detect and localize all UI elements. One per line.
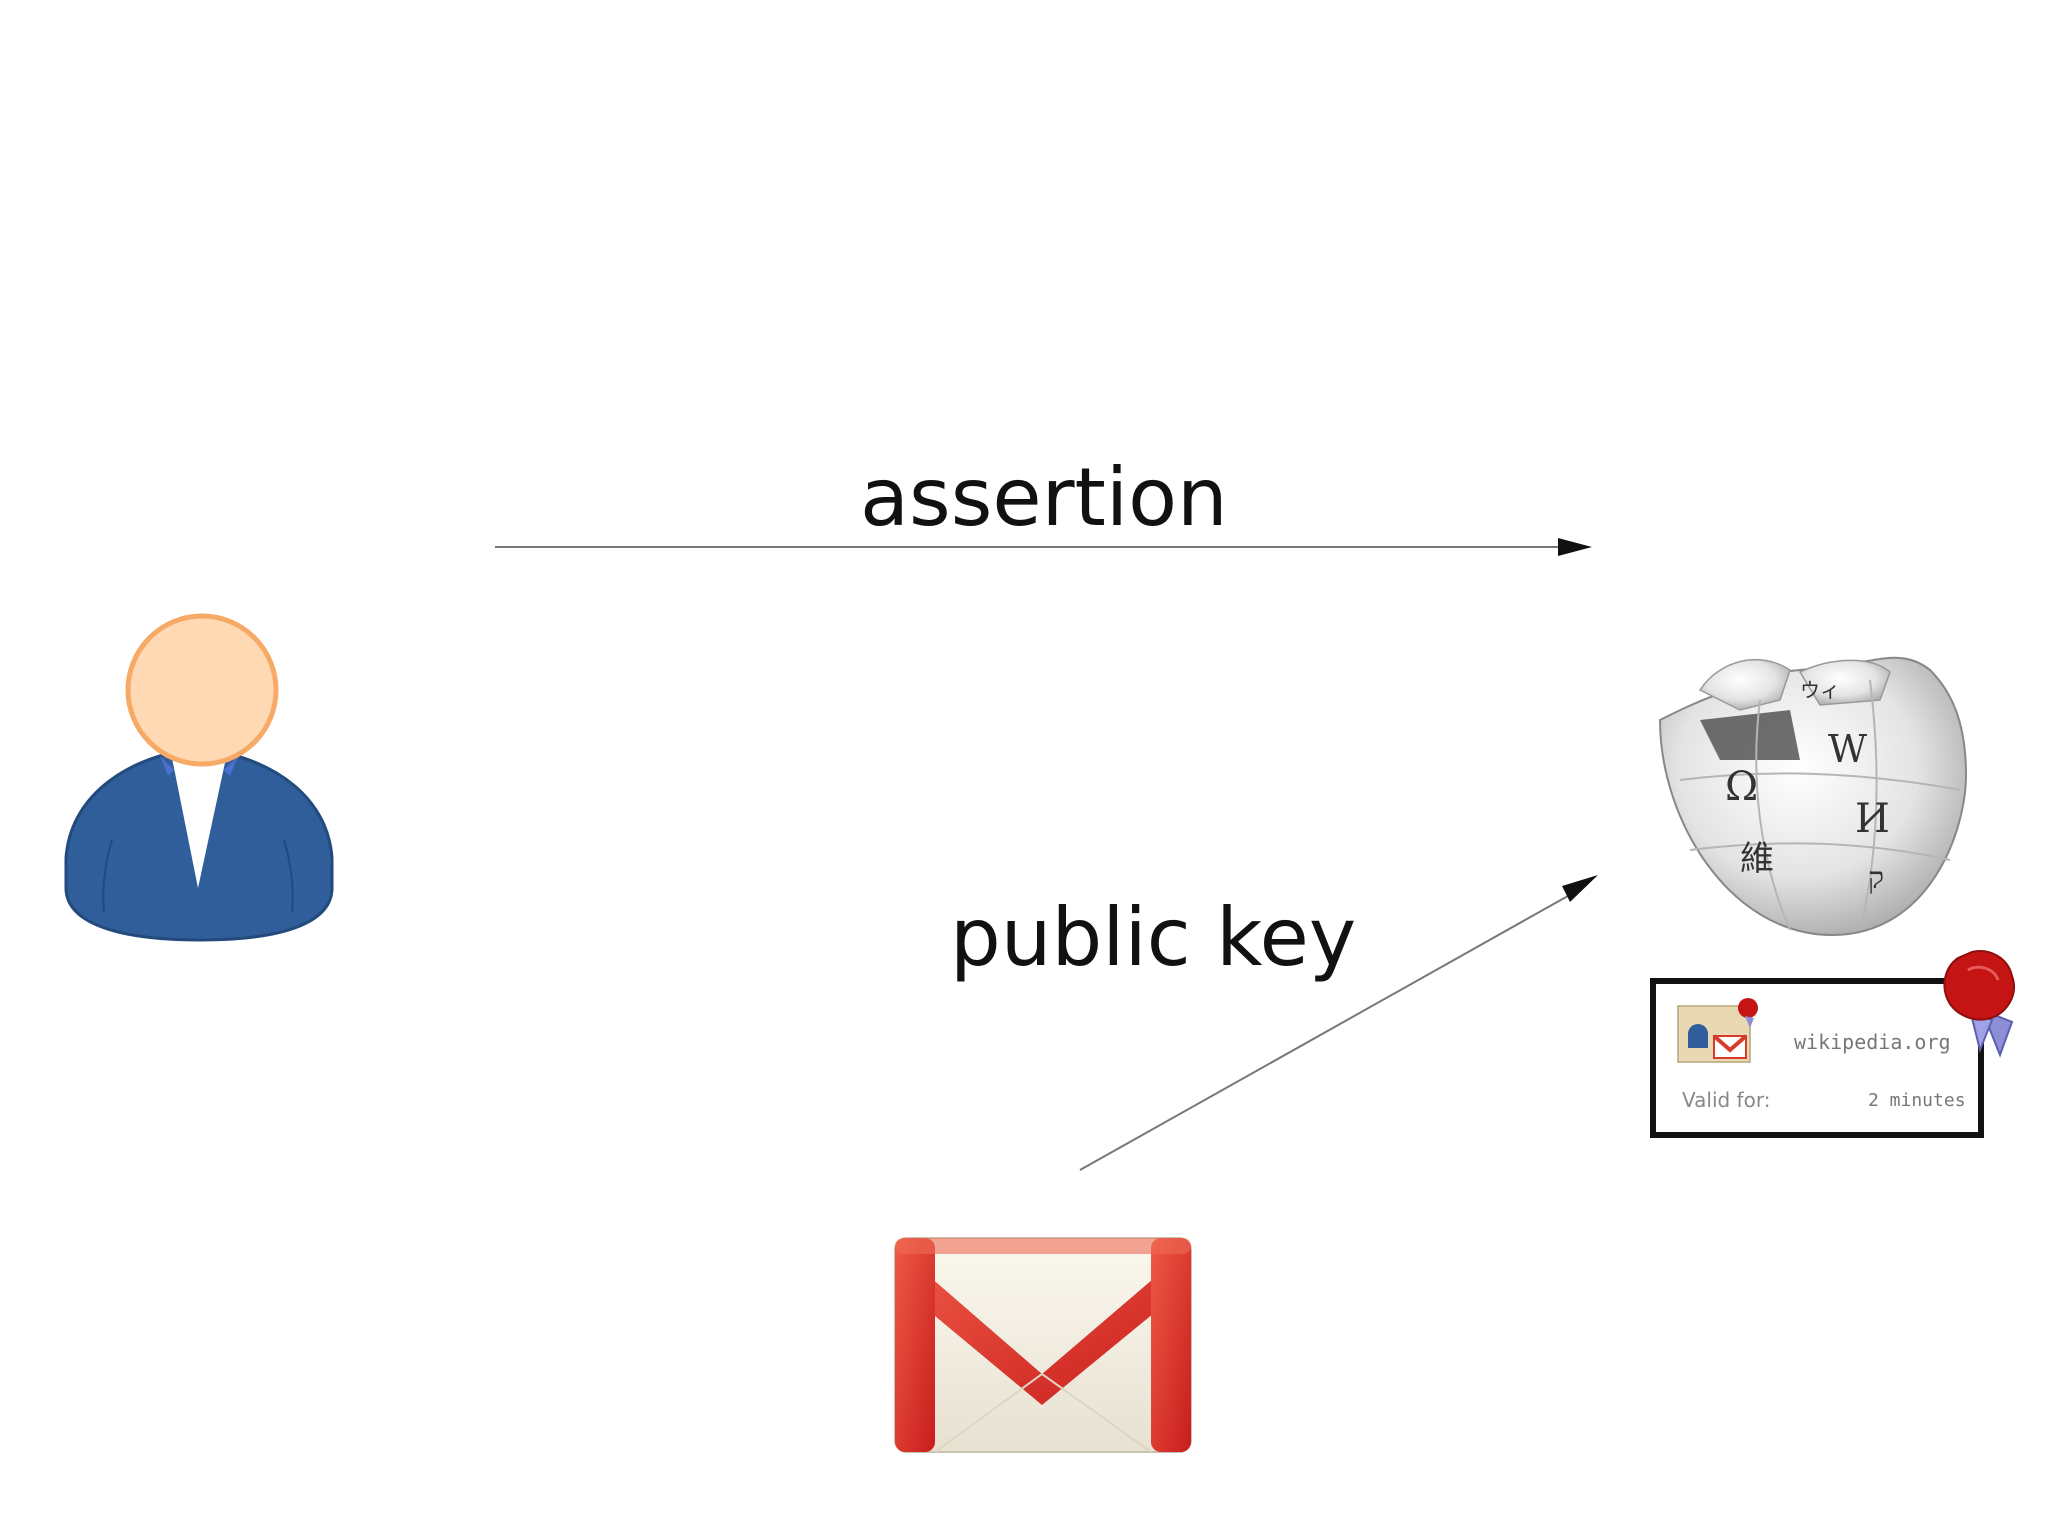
svg-text:ウィ: ウィ [1800,678,1840,702]
certificate-valid-value: 2 minutes [1868,1090,1966,1111]
public-key-label: public key [950,891,1357,984]
svg-text:И: И [1855,796,1890,842]
svg-text:ק: ק [1868,861,1884,896]
certificate-valid-label: Valid for: [1682,1088,1771,1112]
certificate-domain: wikipedia.org [1794,1030,1951,1054]
certificate-thumbnail-icon [1677,998,1758,1063]
svg-text:維: 維 [1740,839,1774,879]
public-key-arrow [1079,875,1598,1171]
certificate-card: wikipedia.org Valid for: 2 minutes [1650,978,1984,1138]
svg-text:W: W [1828,727,1867,771]
assertion-arrow [495,538,1592,556]
svg-text:Ω: Ω [1725,764,1758,810]
assertion-label: assertion [860,451,1228,544]
